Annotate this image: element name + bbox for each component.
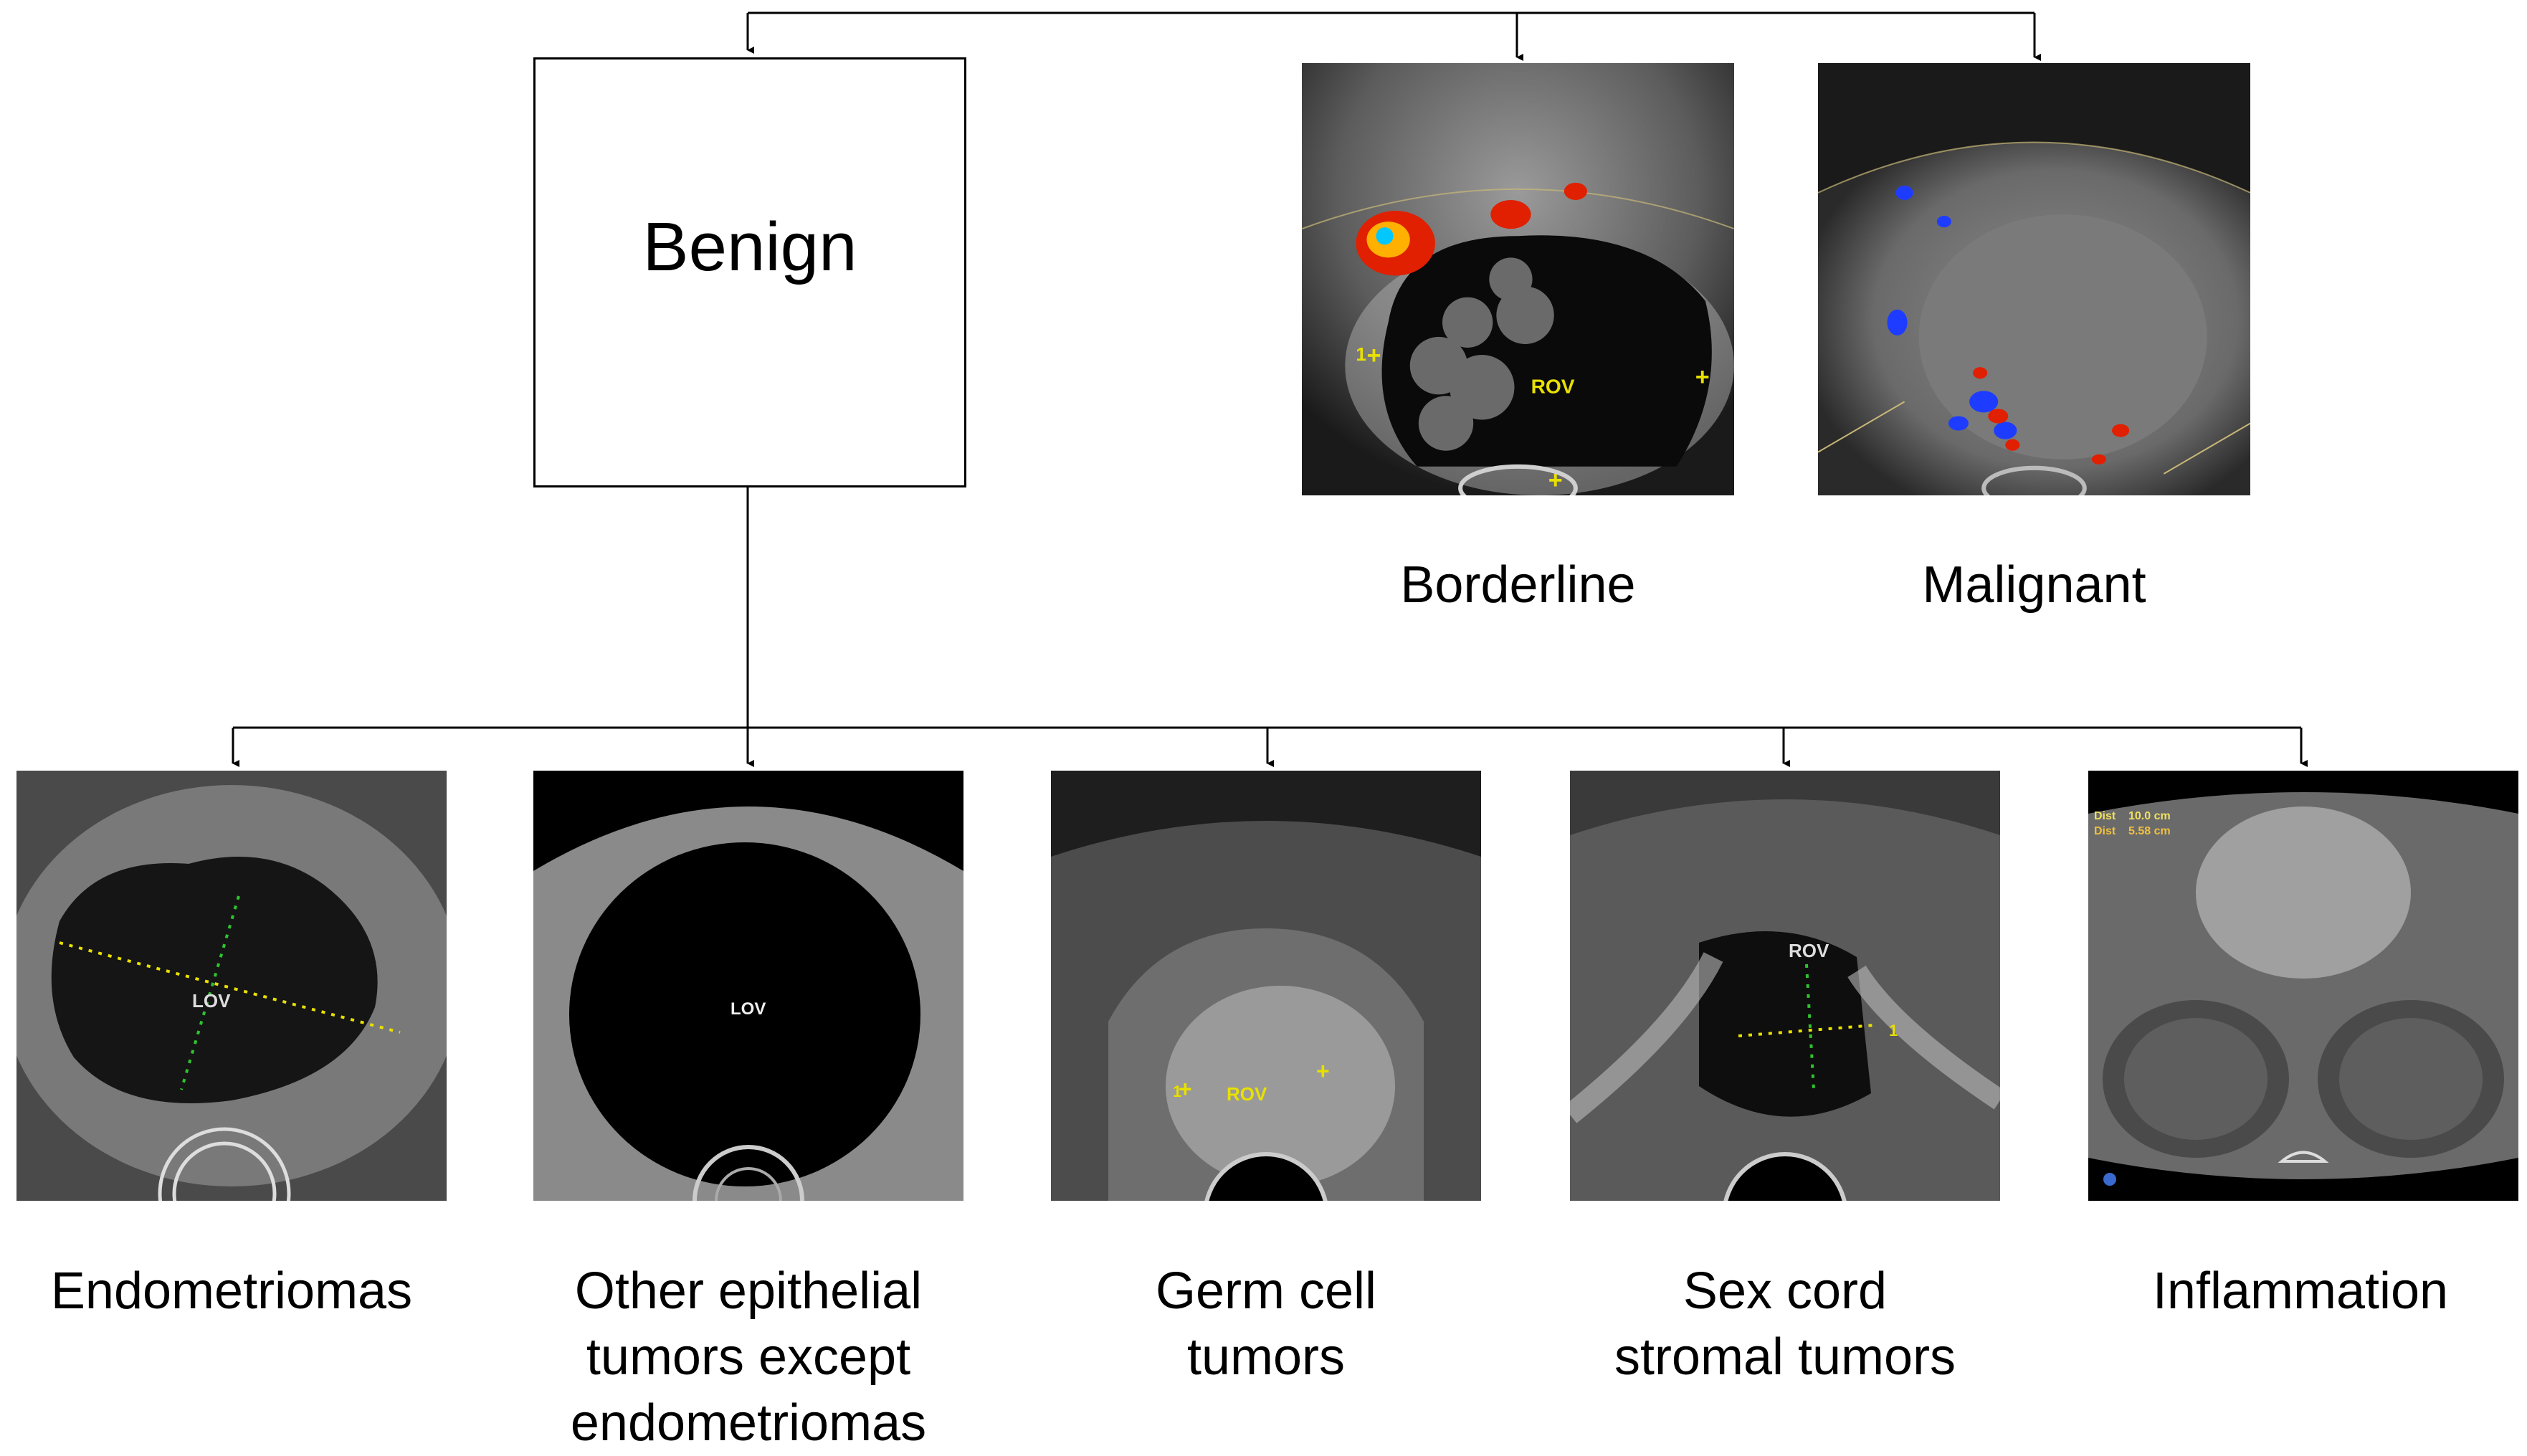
benign-box: Benign	[533, 57, 966, 487]
inflammation-dist-1: Dist 10.0 cm	[2094, 810, 2171, 822]
inflammation-ultrasound-image: Dist 10.0 cm Dist 5.58 cm	[2088, 771, 2518, 1201]
svg-text:+: +	[1179, 1076, 1192, 1102]
sex-cord-ultrasound-image: ROV 1	[1570, 771, 2000, 1201]
malignant-ultrasound-image	[1818, 63, 2250, 495]
borderline-rov-label: ROV	[1531, 375, 1575, 397]
svg-text:+: +	[1548, 467, 1563, 494]
inflammation-dist-2: Dist 5.58 cm	[2094, 825, 2171, 837]
svg-text:+: +	[1316, 1058, 1330, 1084]
benign-label: Benign	[642, 209, 857, 285]
malignant-caption: Malignant	[1922, 556, 2146, 614]
epithelial-caption: Other epithelial tumors except endometri…	[570, 1262, 927, 1452]
svg-text:1: 1	[1356, 343, 1366, 365]
epithelial-ultrasound-image: LOV	[533, 771, 963, 1201]
inflammation-caption: Inflammation	[2152, 1262, 2449, 1320]
endometriomas-lov-label: LOV	[192, 990, 231, 1012]
svg-text:+: +	[1695, 363, 1710, 391]
borderline-caption: Borderline	[1400, 556, 1636, 614]
svg-text:1: 1	[1889, 1022, 1898, 1039]
germ-cell-ultrasound-image: ROV 1 + +	[1051, 771, 1481, 1201]
sex-cord-caption: Sex cord stromal tumors	[1614, 1262, 1956, 1386]
svg-text:1: 1	[1173, 1083, 1181, 1100]
germ-cell-caption: Germ cell tumors	[1155, 1262, 1377, 1386]
borderline-ultrasound-image: ROV 1 + + +	[1302, 63, 1734, 495]
endometriomas-ultrasound-image: LOV	[16, 771, 447, 1201]
svg-text:+: +	[1366, 342, 1381, 369]
endometriomas-caption: Endometriomas	[50, 1262, 413, 1320]
germ-cell-rov-label: ROV	[1227, 1083, 1267, 1105]
sex-cord-rov-label: ROV	[1789, 940, 1829, 961]
epithelial-lov-label: LOV	[731, 999, 766, 1019]
